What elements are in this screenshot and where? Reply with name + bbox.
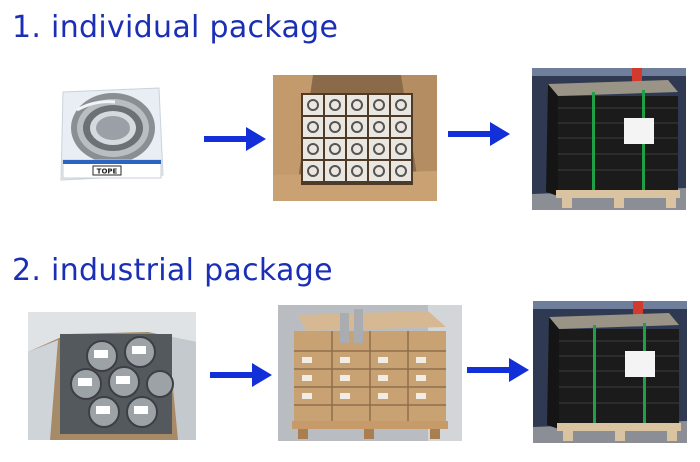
arrow-right-icon [467,358,529,382]
bearings-in-lined-carton-photo [28,312,196,440]
arrow-right-icon [448,122,510,146]
wrapped-pallet-photo [533,301,687,443]
bearing-in-bag-photo: TOPE [55,80,167,188]
section-title-industrial: 2. industrial package [12,253,333,288]
stacked-cartons-on-pallet-photo [278,305,462,441]
section-title-individual: 1. individual package [12,10,339,45]
arrow-right-icon [204,127,266,151]
arrow-right-icon [210,363,272,387]
wrapped-pallet-photo [532,68,686,210]
bag-label-text: TOPE [97,168,118,176]
carton-of-boxed-bearings-photo [273,75,437,201]
